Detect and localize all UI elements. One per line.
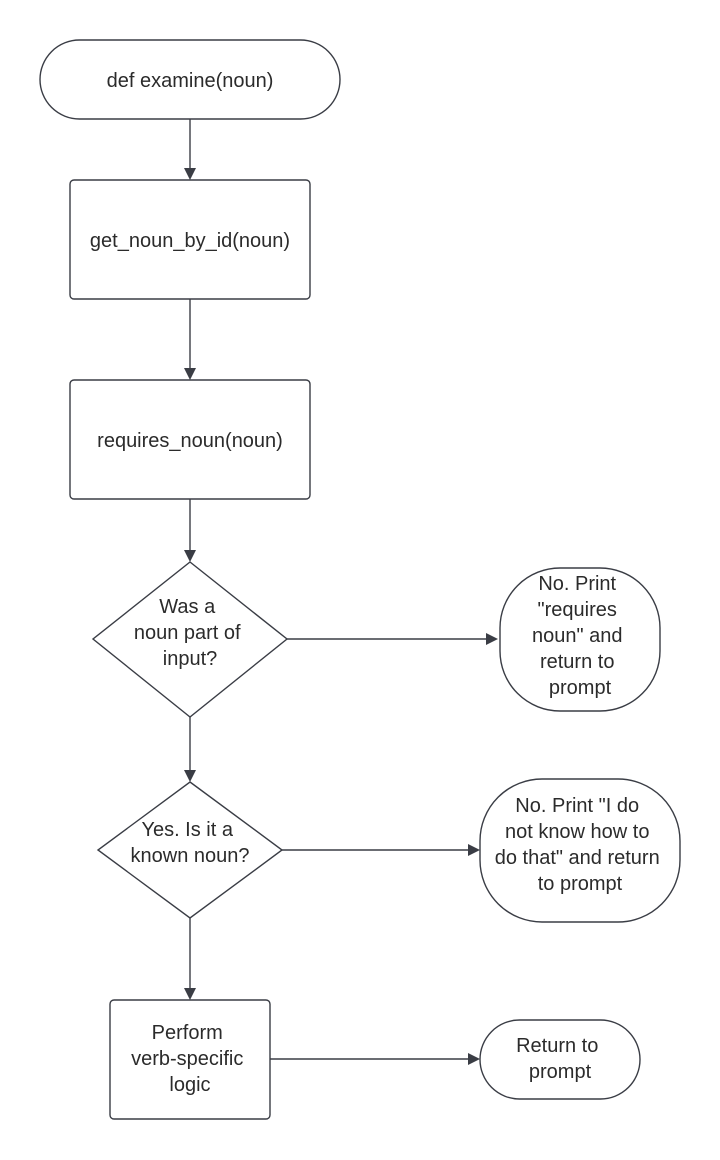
arrowhead-unknown-end xyxy=(468,844,480,856)
node-get-noun: get_noun_by_id(noun) xyxy=(69,179,311,300)
decision-known-label: Yes. Is it a known noun? xyxy=(131,819,250,867)
arrowhead-decision-noun-part xyxy=(184,550,196,562)
node-decision-known: Yes. Is it a known noun? xyxy=(96,781,284,919)
perform-logic-process-shape xyxy=(109,999,271,1120)
arrowhead-get-noun xyxy=(184,168,196,180)
end-unknown-label: No. Print "I do not know how to do that"… xyxy=(495,795,666,895)
decision-known-shape xyxy=(96,781,284,919)
node-end-requires-noun: No. Print "requires noun" and return to … xyxy=(499,567,661,712)
end-return-label: Return to prompt xyxy=(516,1035,604,1083)
end-unknown-shape xyxy=(479,778,681,923)
arrowhead-requires-noun-end xyxy=(486,633,498,645)
end-return-shape xyxy=(479,1019,641,1100)
requires-noun-process-label: requires_noun(noun) xyxy=(97,430,283,452)
node-start: def examine(noun) xyxy=(39,39,341,120)
perform-logic-label: Perform verb-specific logic xyxy=(131,1022,249,1096)
arrowhead-perform-logic xyxy=(184,988,196,1000)
node-requires-noun: requires_noun(noun) xyxy=(69,379,311,500)
end-requires-noun-shape xyxy=(499,567,661,712)
get-noun-process-shape xyxy=(69,179,311,300)
get-noun-process-label: get_noun_by_id(noun) xyxy=(90,230,290,252)
node-end-unknown: No. Print "I do not know how to do that"… xyxy=(479,778,681,923)
node-perform-logic: Perform verb-specific logic xyxy=(109,999,271,1120)
arrowhead-requires-noun xyxy=(184,368,196,380)
arrowhead-return xyxy=(468,1053,480,1065)
decision-noun-part-shape xyxy=(91,561,289,718)
start-terminal-shape xyxy=(39,39,341,120)
arrowhead-decision-known xyxy=(184,770,196,782)
node-end-return: Return to prompt xyxy=(479,1019,641,1100)
decision-noun-part-label: Was a noun part of input? xyxy=(134,596,246,670)
node-decision-noun-part: Was a noun part of input? xyxy=(91,561,289,718)
requires-noun-process-shape xyxy=(69,379,311,500)
edges xyxy=(184,119,498,1065)
start-terminal-label: def examine(noun) xyxy=(107,70,274,92)
end-requires-noun-label: No. Print "requires noun" and return to … xyxy=(532,573,628,699)
